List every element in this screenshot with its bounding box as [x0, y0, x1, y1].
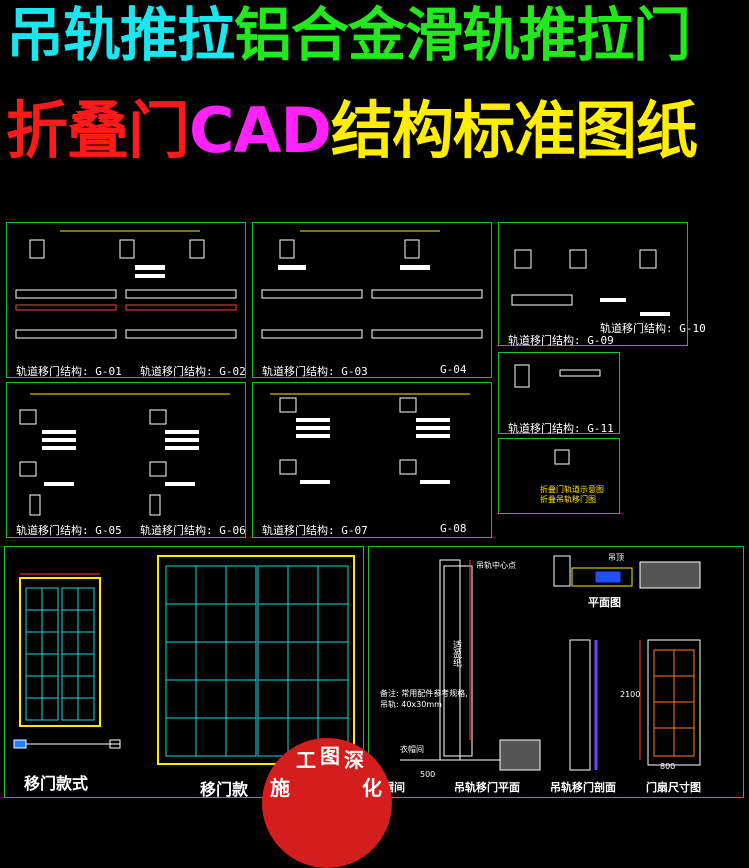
panel-folding — [498, 438, 620, 514]
title-green: 铝合金滑轨推拉门 — [234, 1, 691, 69]
label-g07: 轨道移门结构: G-07 — [262, 524, 368, 537]
panel-g01-g02 — [6, 222, 246, 378]
title-red: 折叠门 — [6, 94, 190, 167]
title-yellow: 结构标准图纸 — [330, 94, 698, 167]
label-dim-800: 800 — [660, 762, 676, 771]
label-center: 吊轨中心点 — [476, 561, 516, 570]
panel-g09-g10 — [498, 222, 688, 346]
label-notes: 备注: 常用配件参考规格, 吊轨: 40x30mm — [380, 689, 468, 709]
label-g05: 轨道移门结构: G-05 — [16, 524, 122, 537]
label-g04: G-04 — [440, 363, 467, 376]
folding-note-2: 折叠吊轨移门图 — [540, 495, 596, 504]
panel-g07-g08 — [252, 382, 492, 538]
stamp-char-1: 施 — [270, 776, 290, 800]
panel-g03-g04 — [252, 222, 492, 378]
title-line-1: 吊轨推拉铝合金滑轨推拉门 — [6, 6, 691, 64]
panel-door-styles — [4, 546, 364, 798]
label-g06: 轨道移门结构: G-06 — [140, 524, 246, 537]
title-magenta: CAD — [189, 94, 332, 167]
label-g11: 轨道移门结构: G-11 — [508, 422, 614, 435]
panel-g11 — [498, 352, 620, 434]
title-cyan: 吊轨推拉 — [6, 1, 235, 69]
label-plan: 平面图 — [588, 596, 621, 609]
label-wall: 适盈纸 — [451, 640, 461, 667]
label-rail-plan: 吊轨移门平面 — [454, 781, 520, 794]
label-g08: G-08 — [440, 522, 467, 535]
caption-door-style-2: 移门款 — [200, 780, 249, 799]
label-dim-500: 500 — [420, 770, 436, 779]
label-g03: 轨道移门结构: G-03 — [262, 365, 368, 378]
stamp-char-4: 深 — [344, 748, 364, 772]
title-line-2: 折叠门CAD结构标准图纸 — [6, 100, 698, 162]
label-g09: 轨道移门结构: G-09 — [508, 334, 614, 347]
stamp-char-3: 图 — [320, 744, 340, 768]
label-g01: 轨道移门结构: G-01 — [16, 365, 122, 378]
label-door-width: 衣帽间 — [400, 745, 424, 754]
label-dim-2100: 2100 — [620, 690, 641, 699]
label-ceiling: 吊顶 — [608, 553, 624, 562]
stamp-char-2: 工 — [296, 748, 316, 772]
label-g02: 轨道移门结构: G-02 — [140, 365, 246, 378]
panel-g05-g06 — [6, 382, 246, 538]
stamp-char-5: 化 — [362, 776, 382, 800]
panel-rail-details — [368, 546, 744, 798]
folding-note-1: 折叠门轨道示意图 — [540, 485, 604, 494]
cad-drawings — [13, 230, 701, 771]
label-section: 吊轨移门剖面 — [550, 781, 616, 794]
label-g10: 轨道移门结构: G-10 — [600, 322, 706, 335]
label-door-size: 门扇尺寸图 — [646, 781, 701, 794]
caption-door-style: 移门款式 — [24, 774, 89, 793]
